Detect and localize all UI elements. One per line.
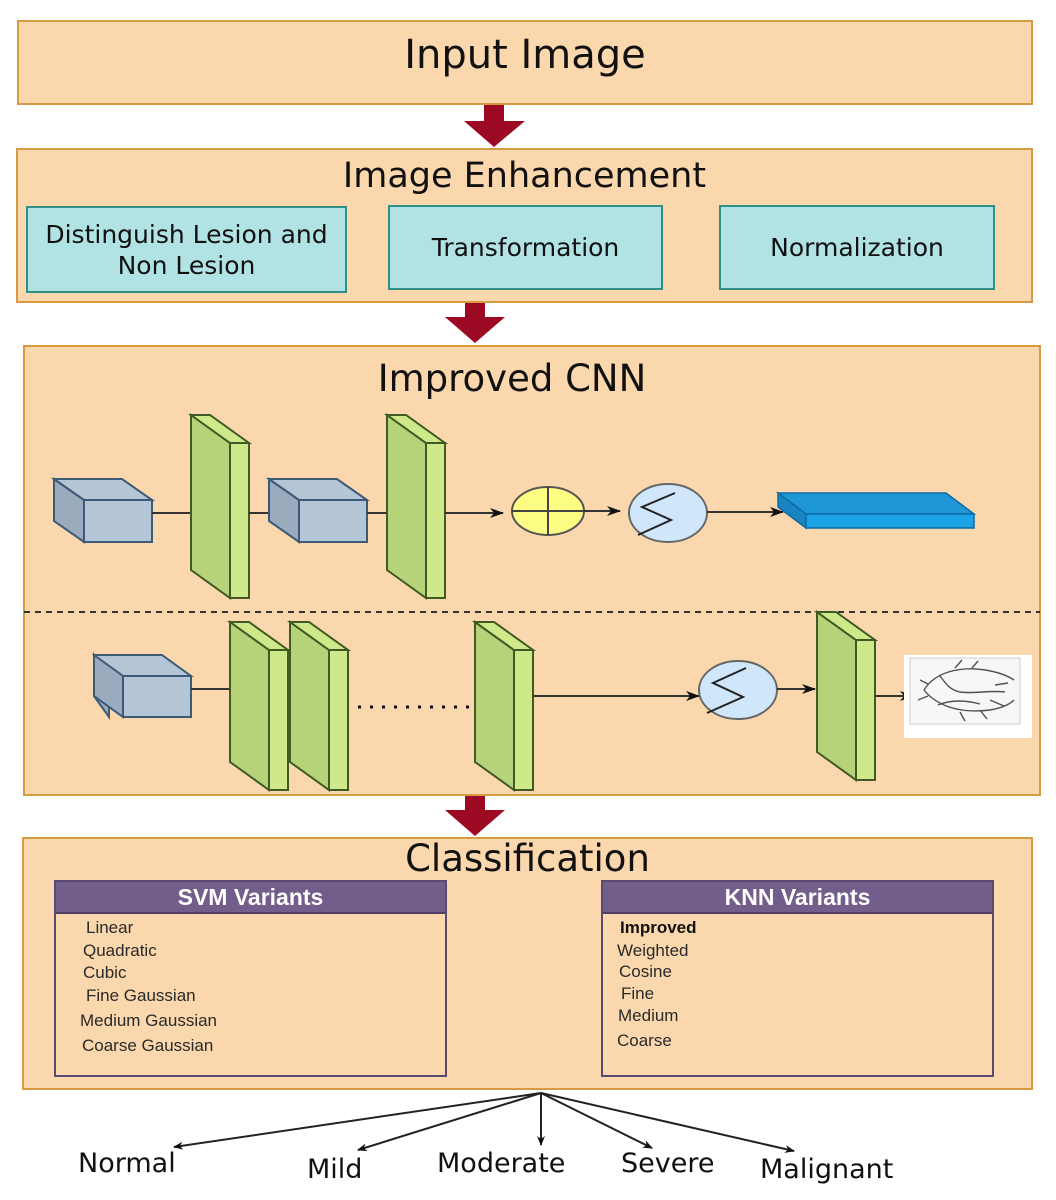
output-label-severe: Severe (621, 1148, 715, 1179)
fully-connected-output-icon (775, 491, 977, 530)
svm-variant-item: Medium Gaussian (80, 1011, 218, 1030)
knn-variant-item: Coarse (617, 1031, 672, 1050)
arrow-to-severe (540, 1092, 653, 1149)
conv-layer-icon (813, 610, 879, 782)
output-label-malignant: Malignant (760, 1154, 894, 1185)
svm-variant-item: Cubic (83, 963, 127, 982)
image-enhancement-title: Image Enhancement (342, 156, 707, 196)
classification-panel: Classification (22, 837, 1033, 1090)
output-label-moderate: Moderate (437, 1148, 566, 1179)
knn-variant-item: Medium (618, 1006, 679, 1025)
enhancement-step-normalization: Normalization (719, 205, 995, 290)
flow-arrow-1 (464, 105, 525, 147)
svm-variants-header: SVM Variants (56, 882, 445, 914)
conv-layer-icon (286, 620, 352, 792)
classification-title: Classification (405, 837, 650, 880)
pool-tensor-icon (265, 477, 371, 544)
knn-variant-item: Cosine (619, 962, 672, 981)
knn-variant-item: Improved (620, 918, 697, 937)
activation-node-icon (698, 660, 778, 720)
input-tensor-icon (92, 651, 195, 721)
output-branch-arrows (173, 1092, 795, 1153)
knn-variant-item: Weighted (617, 941, 689, 960)
improved-cnn-title: Improved CNN (377, 357, 647, 400)
knn-variants-box: KNN Variants Improved Weighted Cosine Fi… (601, 880, 994, 1077)
conv-layer-icon (383, 413, 449, 600)
conv-layer-icon (187, 413, 253, 600)
flow-arrow-3 (445, 796, 505, 836)
svm-variant-item: Fine Gaussian (86, 986, 196, 1005)
summation-node-icon (511, 486, 585, 536)
svm-variants-box: SVM Variants Linear Quadratic Cubic Fine… (54, 880, 447, 1077)
svm-variant-item: Linear (86, 918, 134, 937)
svm-variant-item: Coarse Gaussian (82, 1036, 214, 1055)
flow-arrow-2 (445, 303, 505, 343)
enhancement-step-transformation: Transformation (388, 205, 663, 290)
output-label-normal: Normal (78, 1148, 176, 1179)
conv-layer-icon (471, 620, 537, 792)
arrow-to-normal (173, 1092, 542, 1150)
conv-layer-icon (226, 620, 292, 792)
input-tensor-icon (50, 477, 156, 544)
segmented-vessel-image (904, 655, 1032, 738)
svm-variant-item: Quadratic (83, 941, 157, 960)
input-image-panel: Input Image (17, 20, 1033, 105)
output-label-mild: Mild (307, 1154, 363, 1185)
arrow-to-malignant (540, 1092, 795, 1153)
arrow-to-mild (357, 1092, 542, 1152)
knn-variants-header: KNN Variants (603, 882, 992, 914)
input-image-title: Input Image (404, 32, 646, 78)
knn-variant-item: Fine (621, 984, 655, 1003)
enhancement-step-distinguish-lesion: Distinguish Lesion and Non Lesion (26, 206, 347, 293)
activation-node-icon (628, 483, 708, 543)
